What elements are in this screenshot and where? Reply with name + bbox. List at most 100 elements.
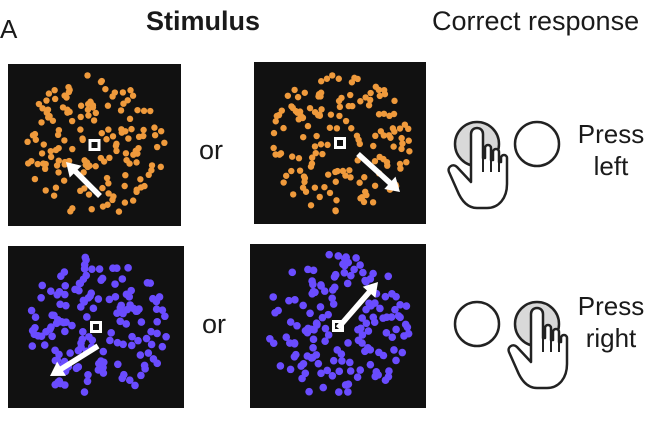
dot: [127, 341, 136, 350]
dot: [398, 348, 407, 357]
dot: [82, 256, 90, 264]
dot: [375, 86, 382, 94]
dot: [74, 346, 83, 355]
fixation-center: [337, 140, 343, 146]
dot: [79, 328, 87, 336]
dot: [55, 126, 63, 134]
dot: [282, 172, 290, 179]
dot: [401, 121, 409, 128]
dot: [149, 294, 157, 303]
dot: [388, 290, 396, 298]
dot: [325, 250, 333, 259]
dot: [111, 280, 119, 288]
dot: [376, 92, 384, 100]
dot: [55, 288, 64, 296]
dot: [299, 301, 307, 310]
dot: [112, 142, 120, 150]
dot: [77, 102, 85, 109]
dot: [329, 72, 336, 79]
dot: [396, 301, 404, 309]
dot: [288, 268, 297, 277]
arrow-icon: [356, 151, 400, 192]
dot: [316, 112, 324, 119]
dot: [40, 341, 49, 349]
dot: [294, 93, 302, 101]
dot: [369, 199, 377, 206]
dot: [45, 90, 53, 97]
dot: [102, 85, 109, 93]
dot: [299, 114, 306, 122]
dot: [78, 335, 87, 344]
dot: [61, 327, 69, 336]
right-button-circle-icon: [513, 120, 561, 168]
dot: [146, 279, 155, 287]
dot: [151, 124, 158, 131]
dot: [376, 304, 384, 313]
dot: [361, 174, 368, 181]
dot: [358, 339, 366, 347]
dot: [118, 275, 127, 283]
response-label: Press right: [566, 290, 656, 354]
dot: [347, 271, 355, 280]
dot: [362, 319, 371, 328]
dot: [122, 320, 131, 328]
dot: [365, 299, 373, 308]
dot: [359, 268, 367, 277]
dot: [88, 205, 95, 213]
dot: [276, 362, 285, 370]
dot: [56, 379, 65, 388]
dot: [291, 86, 298, 94]
dot: [357, 324, 365, 333]
dot: [275, 111, 283, 119]
dot: [140, 107, 148, 115]
dot: [153, 317, 161, 326]
dot: [79, 275, 88, 284]
dot: [348, 125, 355, 132]
dot: [363, 191, 370, 199]
dot: [284, 92, 292, 99]
dot: [116, 303, 125, 312]
dot: [318, 78, 325, 85]
dot: [68, 321, 76, 330]
dot: [307, 202, 315, 209]
dot: [357, 98, 364, 105]
dot: [288, 167, 295, 175]
dot: [31, 130, 39, 138]
dot: [27, 306, 36, 315]
dot: [340, 269, 349, 277]
dot: [98, 129, 105, 137]
dot: [323, 366, 332, 375]
dot: [113, 338, 122, 347]
dot: [47, 147, 54, 155]
dot: [126, 301, 134, 309]
dot: [99, 369, 108, 377]
dot: [40, 141, 47, 148]
dot: [387, 313, 396, 321]
dot: [301, 178, 308, 186]
dot: [135, 133, 143, 141]
response-press-left: [447, 120, 561, 210]
dot: [402, 302, 411, 310]
dot: [161, 139, 168, 147]
dot: [381, 292, 390, 301]
dot: [320, 287, 329, 295]
dot: [371, 157, 379, 165]
dot: [358, 314, 367, 322]
dot: [47, 287, 55, 296]
dot: [347, 91, 354, 99]
dot: [110, 193, 117, 200]
dot: [133, 186, 140, 193]
dot: [336, 112, 343, 120]
dot: [125, 376, 134, 384]
panel-label: A: [0, 14, 18, 44]
stimulus-canvas: [24, 72, 168, 215]
dot: [113, 147, 120, 155]
dot: [334, 252, 343, 260]
dot: [45, 114, 52, 121]
dot: [52, 146, 60, 154]
response-press-right: [453, 300, 569, 390]
dot: [333, 125, 341, 132]
dot: [326, 124, 334, 131]
dot: [405, 137, 412, 144]
dot: [308, 154, 316, 161]
